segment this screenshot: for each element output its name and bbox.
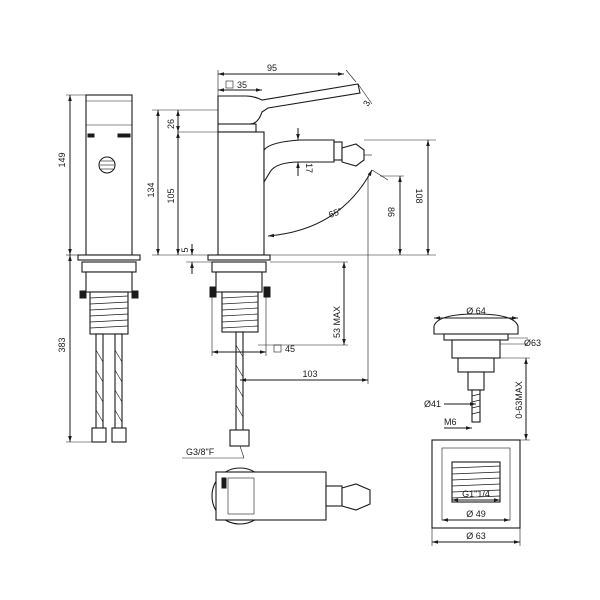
range-063-label: 0-63MAX [514,381,524,419]
square-35-label: 35 [237,80,247,90]
svg-text:Ø63: Ø63 [524,338,541,348]
front-view: 149 383 [57,94,141,443]
diameter-symbol-icon: Ø [466,306,473,316]
lever-handle [217,83,361,125]
dim-383-label: 383 [57,337,67,352]
side-hose [229,331,250,447]
thread-g38-label: G3/8"F [186,447,215,457]
svg-text:Ø41: Ø41 [424,399,441,409]
svg-text:Ø 49: Ø 49 [466,509,486,519]
top-nozzle [341,483,371,511]
dim-108-label: 108 [414,188,424,203]
g114-label: G1"1/4 [462,489,490,499]
dia-49-label: 49 [476,509,486,519]
waste-view: Ø 64 Ø63 0-63MAX Ø41 M6 G1"1/4 Ø 49 Ø 63 [424,306,541,546]
front-logo-mark [87,133,95,138]
svg-text:Ø 63: Ø 63 [466,531,486,541]
dim-17-label: 17 [304,163,314,173]
svg-text:Ø 64: Ø 64 [466,306,486,316]
side-threaded-shank [221,291,259,333]
square-symbol-icon [225,80,234,89]
dia-63-bottom-label: 63 [476,531,486,541]
front-base [77,254,141,261]
dia-64-label: 64 [476,306,486,316]
front-body [85,94,133,256]
side-base [207,254,271,261]
dia-63-top-label: 63 [531,338,541,348]
dim-134-label: 134 [146,182,156,197]
nozzle [333,141,372,167]
bidet-spout [263,139,335,184]
angle-65-label: 65° [327,206,344,220]
top-body [215,471,327,521]
m6-label: M6 [444,417,457,427]
dim-26-label: 26 [166,119,176,129]
waste-cap [433,313,519,335]
dim-105-label: 105 [166,188,176,203]
dim-5-label: 5 [180,247,190,252]
square-45-label: 45 [285,344,295,354]
dim-95-label: 95 [267,63,277,73]
dim-86-label: 86 [386,207,396,217]
dim-103-label: 103 [302,369,317,379]
dim-53max-label: 53 MAX [332,306,342,338]
side-view: 65° 95 35 3 [146,63,436,459]
waste-thread [451,461,501,503]
dim-149-label: 149 [57,152,67,167]
side-body [217,131,265,256]
dim-3-label: 3 [361,99,372,108]
top-view [211,467,371,525]
dia-41-label: 41 [431,399,441,409]
front-hoses [91,333,127,443]
